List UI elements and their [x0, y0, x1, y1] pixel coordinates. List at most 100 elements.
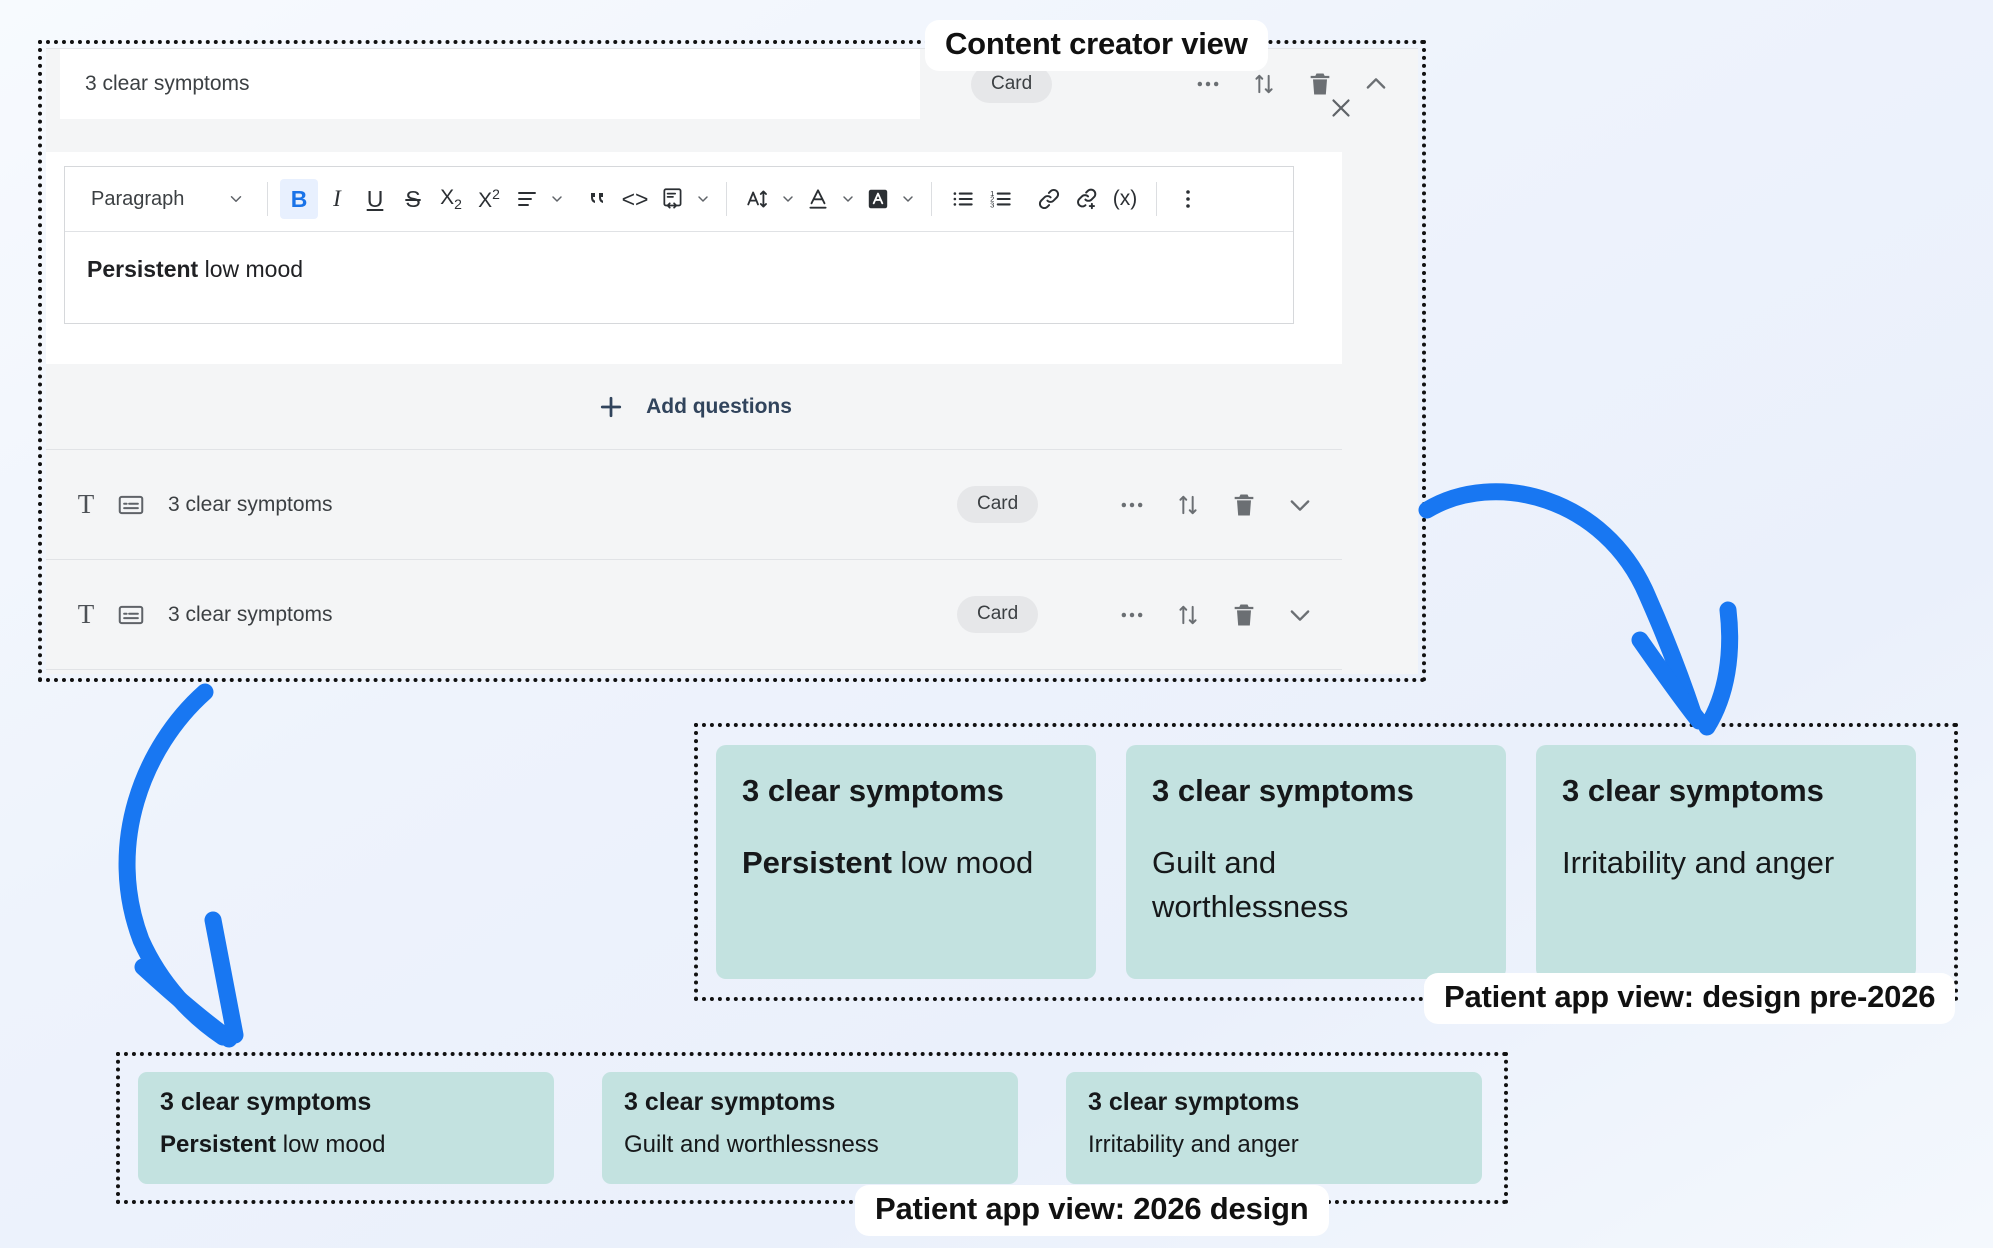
pre2026-annotation-box [694, 723, 1958, 1001]
toolbar-divider-2 [726, 182, 727, 216]
card-header-actions [1194, 49, 1390, 119]
toolbar-divider [267, 182, 268, 216]
patient-card-body-rest: Guilt and worthlessness [1152, 844, 1349, 924]
underline-button[interactable]: U [366, 185, 384, 212]
collapsed-card-label: 3 clear symptoms [168, 492, 333, 516]
patient-card[interactable]: 3 clear symptoms Persistent low mood [138, 1072, 554, 1184]
arrow-to-pre2026 [1418, 483, 1739, 736]
editor-bold-text: Persistent [87, 256, 199, 282]
toolbar-divider-3 [931, 182, 932, 216]
patient-card-title: 3 clear symptoms [1562, 773, 1824, 808]
rich-text-editor-region: Paragraph B I U S X2 X2 [46, 152, 1342, 364]
card-type-badge: Card [957, 596, 1039, 633]
patient-card-body: Guilt and worthlessness [624, 1131, 996, 1159]
patient-card[interactable]: 3 clear symptoms Guilt and worthlessness [1126, 745, 1506, 979]
close-editor-icon[interactable] [1326, 93, 1356, 123]
delete-icon[interactable] [1306, 70, 1334, 98]
italic-button[interactable]: I [333, 186, 341, 211]
editor-content[interactable]: Persistent low mood [65, 232, 1293, 283]
block-style-select[interactable]: Paragraph [77, 188, 255, 211]
y2026-view-label: Patient app view: 2026 design [855, 1185, 1329, 1236]
card-slide-icon [116, 490, 146, 520]
plus-icon [596, 392, 626, 422]
text-type-icon: T [77, 489, 95, 519]
delete-icon[interactable] [1230, 601, 1258, 629]
patient-card-body-bold: Persistent [742, 844, 892, 880]
patient-card-body-rest: Irritability and anger [1562, 844, 1835, 880]
bold-button[interactable]: B [280, 179, 318, 219]
patient-card[interactable]: 3 clear symptoms Guilt and worthlessness [602, 1072, 1018, 1184]
align-icon[interactable] [508, 179, 546, 219]
patient-card-title: 3 clear symptoms [160, 1088, 372, 1116]
highlight-chevron-down-icon[interactable] [897, 191, 919, 207]
card-type-badge: Card [957, 486, 1039, 523]
delete-icon[interactable] [1230, 491, 1258, 519]
rich-text-editor: Paragraph B I U S X2 X2 [64, 166, 1294, 324]
more-options-icon[interactable] [1194, 70, 1222, 98]
editor-toolbar: Paragraph B I U S X2 X2 [65, 167, 1293, 232]
svg-text:3: 3 [990, 201, 994, 210]
arrow-to-2026 [118, 683, 244, 1048]
text-type-icon: T [77, 599, 95, 629]
subscript-button[interactable]: X2 [440, 185, 462, 213]
reorder-updown-icon[interactable] [1174, 491, 1202, 519]
collapsed-card-row-2[interactable]: T 3 clear symptoms Card [46, 560, 1342, 670]
patient-card-body-bold: Persistent [160, 1131, 277, 1158]
reorder-updown-icon[interactable] [1174, 601, 1202, 629]
card-header-row: 3 clear symptoms Card [46, 49, 1418, 119]
patient-card-body-rest: Guilt and worthlessness [624, 1131, 879, 1158]
font-size-icon[interactable] [739, 179, 777, 219]
card-type-badge: Card [971, 66, 1053, 103]
patient-card-body: Irritability and anger [1088, 1131, 1460, 1159]
text-color-chevron-down-icon[interactable] [837, 191, 859, 207]
patient-card-body-rest: low mood [276, 1131, 386, 1158]
collapse-chevron-up-icon[interactable] [1362, 70, 1390, 98]
bulleted-list-icon[interactable] [944, 179, 982, 219]
overflow-menu-icon[interactable] [1169, 179, 1207, 219]
patient-card-title: 3 clear symptoms [742, 773, 1004, 808]
patient-card[interactable]: 3 clear symptoms Persistent low mood [716, 745, 1096, 979]
more-options-icon[interactable] [1118, 491, 1146, 519]
collapsed-row-actions [1118, 491, 1314, 519]
add-questions-label: Add questions [646, 394, 792, 418]
add-link-icon[interactable] [1068, 179, 1106, 219]
patient-card-title: 3 clear symptoms [1088, 1088, 1300, 1116]
patient-card-body-rest: low mood [891, 844, 1034, 880]
collapsed-card-label: 3 clear symptoms [168, 602, 333, 626]
link-icon[interactable] [1030, 179, 1068, 219]
svg-text:1: 1 [990, 189, 994, 198]
text-color-icon[interactable] [799, 179, 837, 219]
align-chevron-down-icon[interactable] [546, 191, 568, 207]
patient-card-title: 3 clear symptoms [1152, 773, 1414, 808]
patient-card[interactable]: 3 clear symptoms Irritability and anger [1066, 1072, 1482, 1184]
patient-card-title: 3 clear symptoms [624, 1088, 836, 1116]
block-style-label: Paragraph [91, 187, 185, 210]
inline-code-button[interactable]: <> [621, 185, 649, 212]
toolbar-divider-4 [1156, 182, 1157, 216]
patient-card[interactable]: 3 clear symptoms Irritability and anger [1536, 745, 1916, 979]
font-size-chevron-down-icon[interactable] [777, 191, 799, 207]
highlight-color-icon[interactable] [859, 179, 897, 219]
more-options-icon[interactable] [1118, 601, 1146, 629]
reorder-updown-icon[interactable] [1250, 70, 1278, 98]
superscript-button[interactable]: X2 [478, 185, 500, 212]
content-creator-view-label: Content creator view [925, 20, 1268, 71]
formula-button[interactable]: (x) [1112, 187, 1138, 210]
card-title-input[interactable]: 3 clear symptoms [60, 49, 920, 119]
patient-card-body: Irritability and anger [1562, 841, 1890, 885]
chevron-down-icon [225, 190, 247, 208]
svg-text:2: 2 [990, 195, 994, 204]
expand-chevron-down-icon[interactable] [1286, 601, 1314, 629]
add-questions-row[interactable]: Add questions [46, 364, 1342, 450]
pre2026-view-label: Patient app view: design pre-2026 [1424, 973, 1956, 1024]
y2026-annotation-box [116, 1052, 1508, 1204]
expand-chevron-down-icon[interactable] [1286, 491, 1314, 519]
collapsed-card-row-1[interactable]: T 3 clear symptoms Card [46, 450, 1342, 560]
content-creator-annotation-box [38, 40, 1426, 682]
code-block-icon[interactable] [654, 179, 692, 219]
code-chevron-down-icon[interactable] [692, 191, 714, 207]
content-creator-panel: 3 clear symptoms Card Paragraph [46, 48, 1418, 674]
strikethrough-button[interactable]: S [405, 185, 421, 212]
blockquote-icon[interactable] [578, 179, 616, 219]
